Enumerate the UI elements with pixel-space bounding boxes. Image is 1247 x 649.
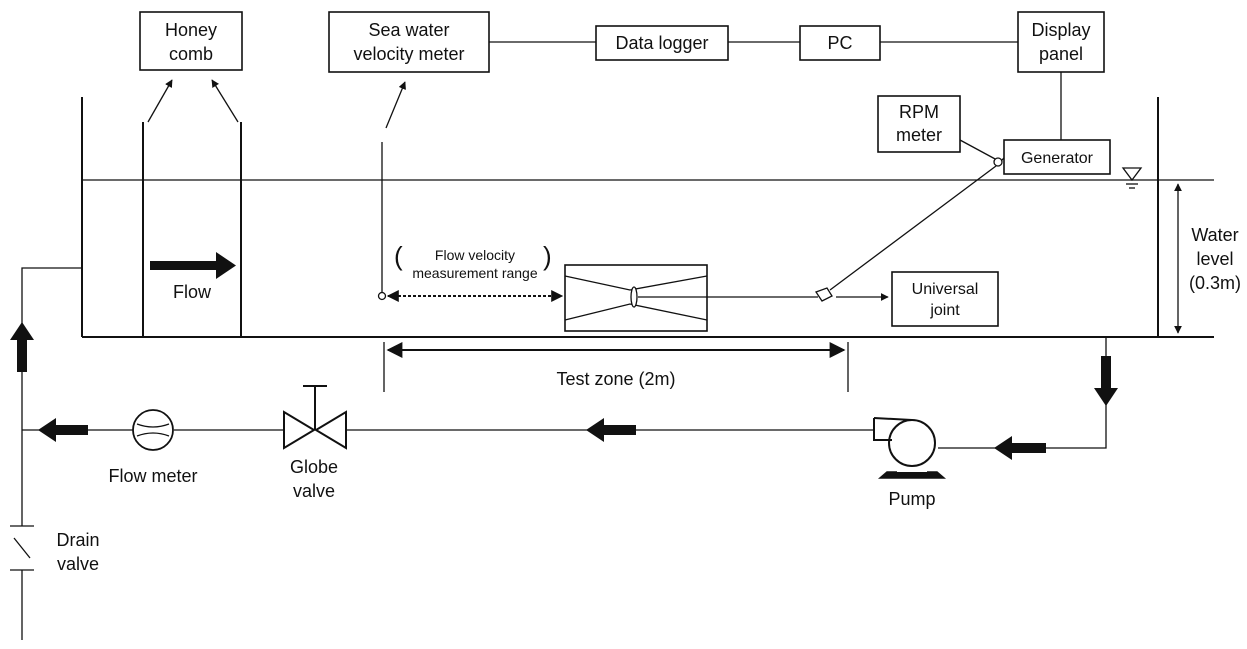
- water-level-label-2: level: [1196, 249, 1233, 269]
- test-zone-label: Test zone (2m): [556, 369, 675, 389]
- velocity-probe-tip: [377, 291, 387, 301]
- riser-pipe: [21, 267, 82, 526]
- outlet-pipe: [938, 337, 1107, 449]
- pipe-arrow-left: [38, 418, 88, 442]
- turbine-rotor-icon: [630, 286, 638, 308]
- honeycomb-arrow-right: [211, 79, 239, 123]
- honeycomb-label-1: Honey: [165, 20, 217, 40]
- water-level-label-3: (0.3m): [1189, 273, 1241, 293]
- universal-joint-icon: [815, 287, 833, 302]
- flow-label: Flow: [173, 282, 212, 302]
- data-logger-box: Data logger: [595, 25, 729, 61]
- honeycomb-arrow-left: [147, 79, 173, 123]
- pump-icon: [873, 417, 947, 479]
- rpm-meter-label-2: meter: [896, 125, 942, 145]
- globe-valve-label-1: Globe: [290, 457, 338, 477]
- honeycomb-box: Honey comb: [139, 11, 243, 71]
- pipe-arrow-middle: [586, 418, 636, 442]
- water-level-icon: [1121, 167, 1143, 189]
- universal-joint-label-2: joint: [929, 302, 960, 319]
- rpm-meter-box: RPM meter: [877, 95, 961, 153]
- universal-joint-label-1: Universal: [912, 281, 979, 298]
- drain-valve-label-1: Drain: [56, 530, 99, 550]
- link-shaft-generator: [1001, 157, 1005, 161]
- pump-label: Pump: [888, 489, 935, 509]
- range-label-2: measurement range: [412, 265, 538, 281]
- turbine-duct: [564, 264, 708, 332]
- drain-valve-icon: [10, 525, 34, 640]
- pc-label: PC: [827, 33, 852, 53]
- link-rpm-shaft: [959, 139, 998, 161]
- flow-meter-label: Flow meter: [108, 466, 197, 486]
- flow-meter-icon: [132, 409, 174, 451]
- riser-up-arrow: [10, 322, 34, 372]
- display-panel-label-2: panel: [1039, 44, 1083, 64]
- inclined-shaft: [829, 165, 997, 291]
- range-label-1: Flow velocity: [435, 247, 515, 263]
- rpm-meter-label-1: RPM: [899, 102, 939, 122]
- range-bracket-right: ): [543, 241, 552, 271]
- velocity-meter-label-1: Sea water: [368, 20, 449, 40]
- water-level-label-1: Water: [1191, 225, 1238, 245]
- shaft-coupling-icon: [993, 157, 1003, 167]
- velocity-meter-label-2: velocity meter: [353, 44, 464, 64]
- display-panel-label-1: Display: [1031, 20, 1090, 40]
- pc-box: PC: [799, 25, 881, 61]
- honeycomb-label-2: comb: [169, 44, 213, 64]
- outlet-down-arrow: [1094, 356, 1118, 406]
- velocity-meter-box: Sea water velocity meter: [328, 11, 490, 73]
- display-panel-box: Display panel: [1017, 11, 1105, 73]
- generator-label: Generator: [1021, 150, 1094, 167]
- globe-valve-label-2: valve: [293, 481, 335, 501]
- velocity-meter-arrow: [385, 81, 406, 129]
- range-bracket-left: (: [394, 241, 403, 271]
- pipe-arrow-right-segment: [994, 436, 1046, 460]
- universal-joint-box: Universal joint: [891, 271, 999, 327]
- data-logger-label: Data logger: [615, 33, 708, 53]
- generator-box: Generator: [1003, 139, 1111, 175]
- flow-direction-arrow: [150, 252, 236, 279]
- drain-valve-label-2: valve: [57, 554, 99, 574]
- globe-valve-icon: [283, 385, 347, 450]
